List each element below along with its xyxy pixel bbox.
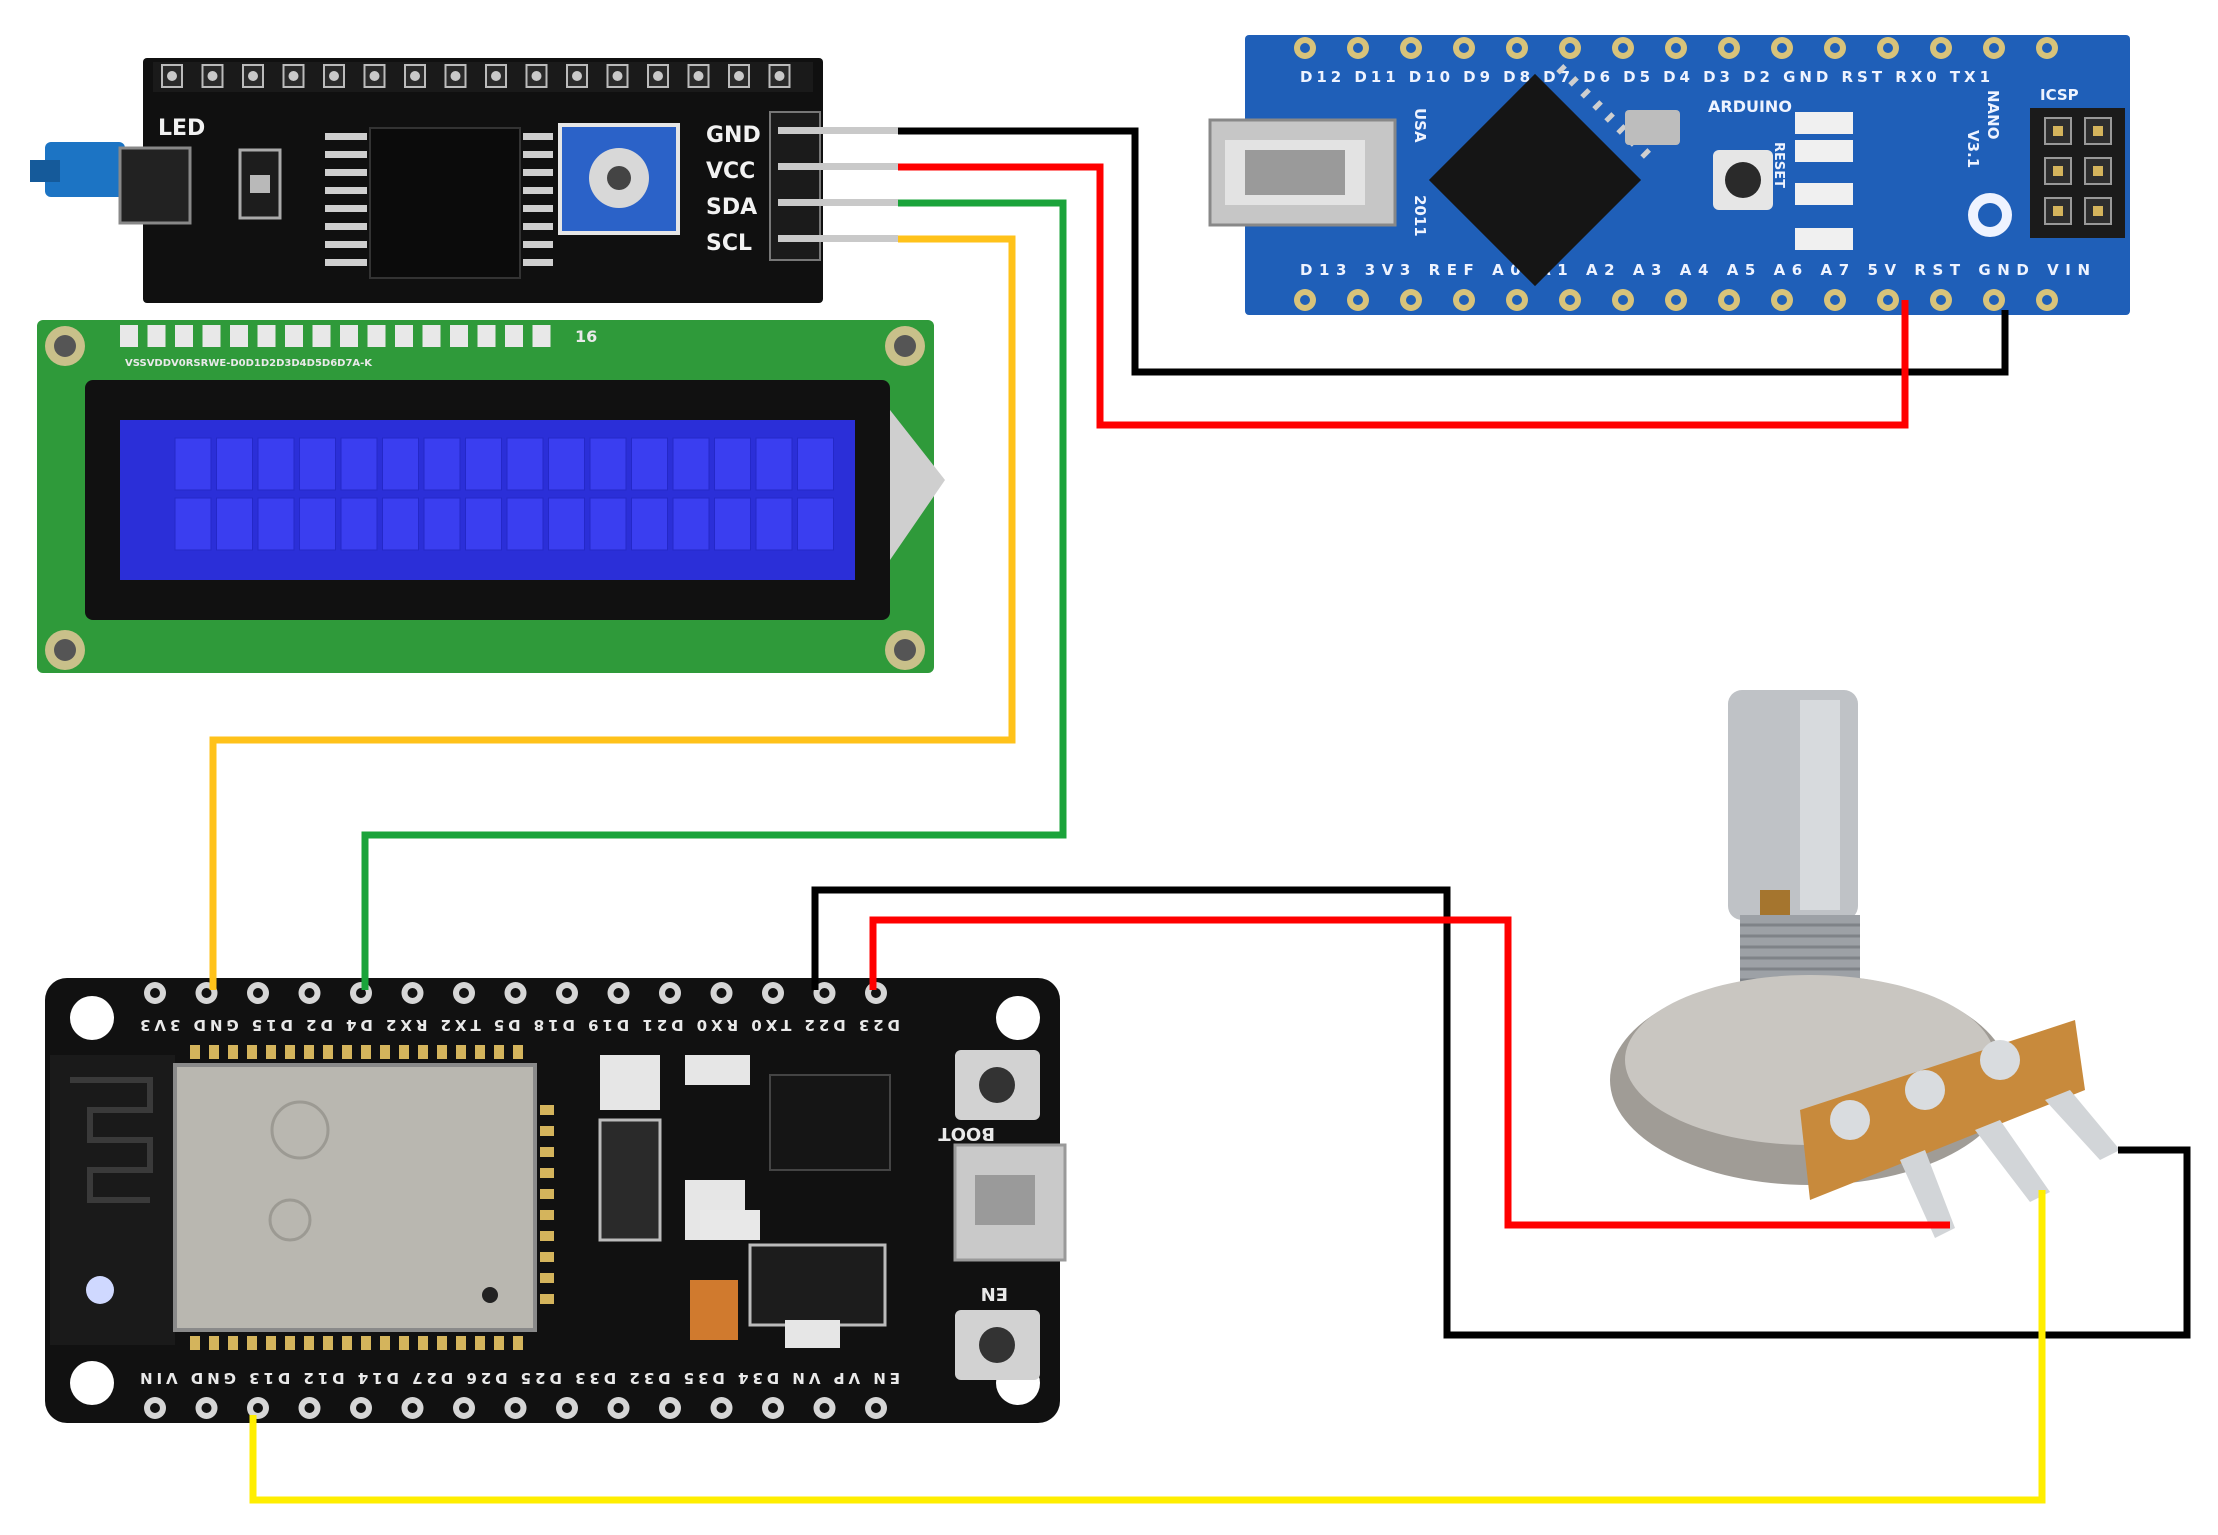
arduino-nano: D12 D11 D10 D9 D8 D7 D6 D5 D4 D3 D2 GND … bbox=[1208, 35, 2130, 315]
potentiometer bbox=[1610, 690, 2120, 1238]
wire-i2c-sda-to-esp32-d21 bbox=[361, 199, 1067, 990]
pot-lug-left[interactable] bbox=[1900, 1150, 1955, 1238]
esp32-boot-label: BOOT bbox=[938, 1123, 995, 1144]
nano-top-silk: D12 D11 D10 D9 D8 D7 D6 D5 D4 D3 D2 GND … bbox=[1300, 68, 1990, 86]
i2c-pin-vcc[interactable] bbox=[778, 163, 898, 170]
lcd-16x2: 16 VSSVDDV0RSRWE-D0D1D2D3D4D5D6D7A-K bbox=[37, 320, 945, 673]
nano-year: 2011 bbox=[1411, 195, 1429, 237]
wires bbox=[209, 127, 2191, 1504]
pot-lug-middle[interactable] bbox=[1975, 1120, 2050, 1202]
nano-pcb bbox=[1245, 35, 2130, 315]
esp32-top-silk: D23 D22 TX0 RX0 D21 D19 D18 D5 TX2 RX2 D… bbox=[140, 1016, 900, 1034]
i2c-pin-label-sda: SDA bbox=[706, 195, 757, 220]
i2c-pin-gnd[interactable] bbox=[778, 127, 898, 134]
nano-reset-label: RESET bbox=[1771, 142, 1786, 188]
esp32-en-label: EN bbox=[981, 1283, 1008, 1304]
led-jumper[interactable] bbox=[45, 142, 125, 197]
esp32-top-pins bbox=[144, 982, 887, 1004]
wire-i2c-gnd-to-nano-gnd bbox=[898, 127, 2009, 376]
nano-brand: ARDUINO bbox=[1708, 97, 1792, 116]
lcd-header-pins bbox=[120, 325, 551, 347]
nano-top-pins bbox=[1294, 37, 2058, 59]
i2c-pin-scl[interactable] bbox=[778, 235, 898, 242]
esp32-usb-uart-chip bbox=[769, 1074, 891, 1171]
wire-i2c-scl-to-esp32-d22 bbox=[209, 235, 1016, 990]
lcd-header-number: 16 bbox=[575, 327, 597, 346]
wire-i2c-vcc-to-nano-5v bbox=[898, 163, 1909, 429]
esp32-bottom-pins bbox=[144, 1397, 887, 1419]
esp32-devkit: D23 D22 TX0 RX0 D21 D19 D18 D5 TX2 RX2 D… bbox=[45, 978, 1067, 1423]
nano-usa: USA bbox=[1411, 108, 1429, 143]
nano-version: V3.1 bbox=[1964, 130, 1982, 168]
wire-esp32-3v3-to-pot bbox=[869, 916, 1950, 1229]
i2c-pin-label-vcc: VCC bbox=[706, 159, 755, 184]
esp32-regulator bbox=[748, 1243, 887, 1327]
lcd-pin-silk: VSSVDDV0RSRWE-D0D1D2D3D4D5D6D7A-K bbox=[125, 358, 373, 369]
wire-esp32-gnd-to-pot bbox=[811, 886, 2191, 1339]
i2c-header-pins bbox=[153, 62, 813, 92]
nano-mcu bbox=[1428, 73, 1642, 287]
pot-lug-right[interactable] bbox=[2045, 1090, 2120, 1160]
nano-icsp-label: ICSP bbox=[2040, 86, 2079, 104]
nano-bottom-pins bbox=[1294, 289, 2058, 311]
nano-model: NANO bbox=[1984, 90, 2002, 139]
i2c-pin-label-gnd: GND bbox=[706, 123, 761, 148]
esp32-wroom-module bbox=[173, 1063, 537, 1332]
led-label: LED bbox=[158, 116, 205, 141]
i2c-expander-ic bbox=[369, 127, 521, 279]
i2c-backpack: LED GND VCC SDA SCL bbox=[30, 58, 898, 303]
i2c-pin-sda[interactable] bbox=[778, 199, 898, 206]
i2c-pin-label-scl: SCL bbox=[706, 231, 752, 256]
wire-pot-wiper-to-esp32-d34 bbox=[249, 1190, 2046, 1504]
